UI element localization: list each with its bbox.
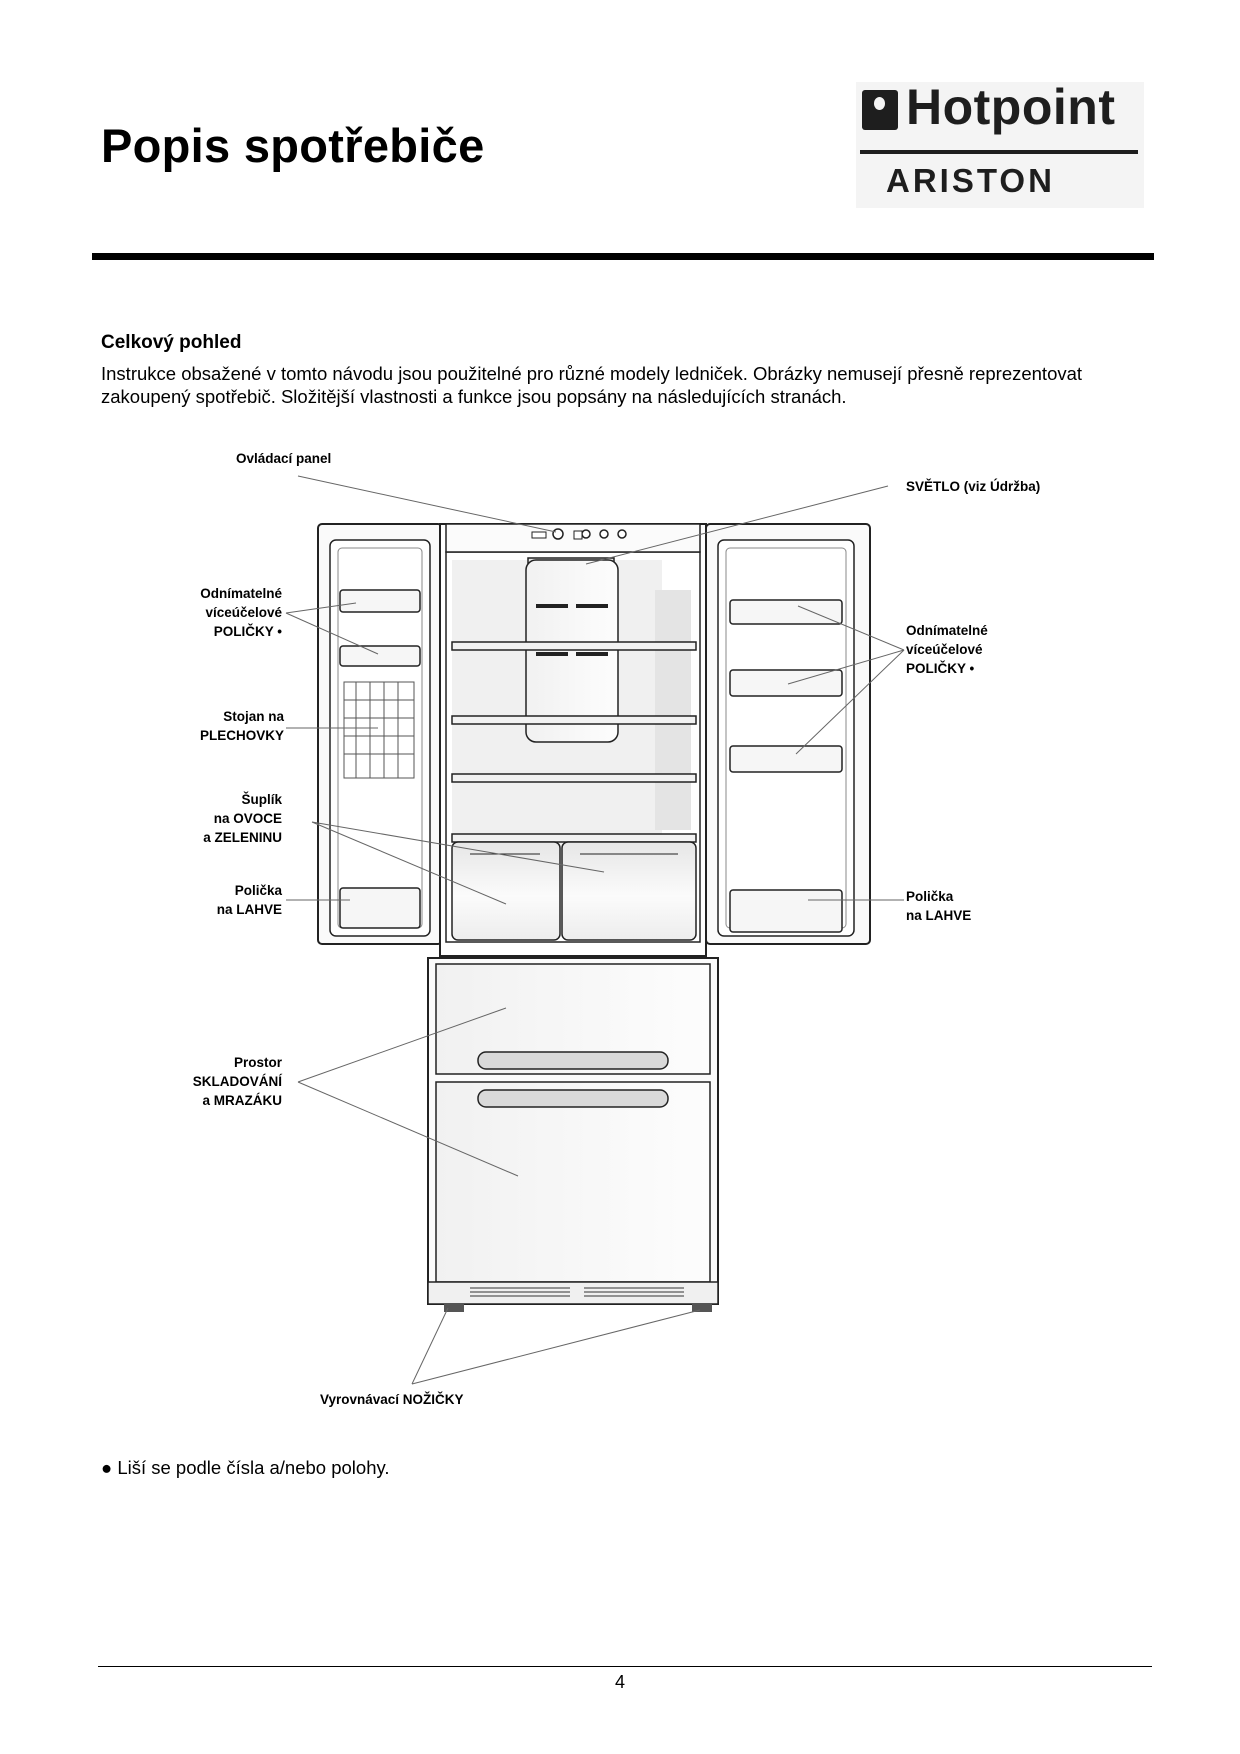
page-number: 4	[0, 1672, 1240, 1693]
label-freezer-3: a MRAZÁKU	[203, 1093, 283, 1108]
label-right-shelves-3: POLIČKY •	[906, 661, 975, 676]
label-freezer-2: SKLADOVÁNÍ	[193, 1074, 284, 1089]
footnote: ● Liší se podle čísla a/nebo polohy.	[101, 1457, 390, 1479]
label-freezer-1: Prostor	[234, 1055, 283, 1070]
label-left-shelves-2: víceúčelové	[205, 605, 282, 620]
label-crisper-3: a ZELENINU	[203, 830, 282, 845]
label-left-bottle-shelf-2: na LAHVE	[217, 902, 282, 917]
label-left-shelves-1: Odnímatelné	[200, 586, 282, 601]
label-left-bottle-shelf-1: Polička	[235, 883, 283, 898]
fridge-diagram: Ovládací panel SVĚTLO (viz Údržba) Odním…	[0, 0, 1240, 1430]
label-left-shelves-3: POLIČKY •	[214, 624, 283, 639]
label-light: SVĚTLO (viz Údržba)	[906, 479, 1040, 494]
label-right-shelves-1: Odnímatelné	[906, 623, 988, 638]
label-right-bottle-shelf-2: na LAHVE	[906, 908, 971, 923]
label-feet: Vyrovnávací NOŽIČKY	[320, 1392, 464, 1407]
label-crisper-2: na OVOCE	[214, 811, 282, 826]
label-right-bottle-shelf-1: Polička	[906, 889, 954, 904]
fridge-body	[318, 524, 870, 1312]
label-can-rack-2: PLECHOVKY	[200, 728, 284, 743]
can-rack	[344, 682, 414, 778]
label-right-shelves-2: víceúčelové	[906, 642, 983, 657]
label-control-panel: Ovládací panel	[236, 451, 331, 466]
label-can-rack-1: Stojan na	[223, 709, 284, 724]
footer-divider	[98, 1666, 1152, 1667]
label-crisper-1: Šuplík	[241, 792, 282, 807]
